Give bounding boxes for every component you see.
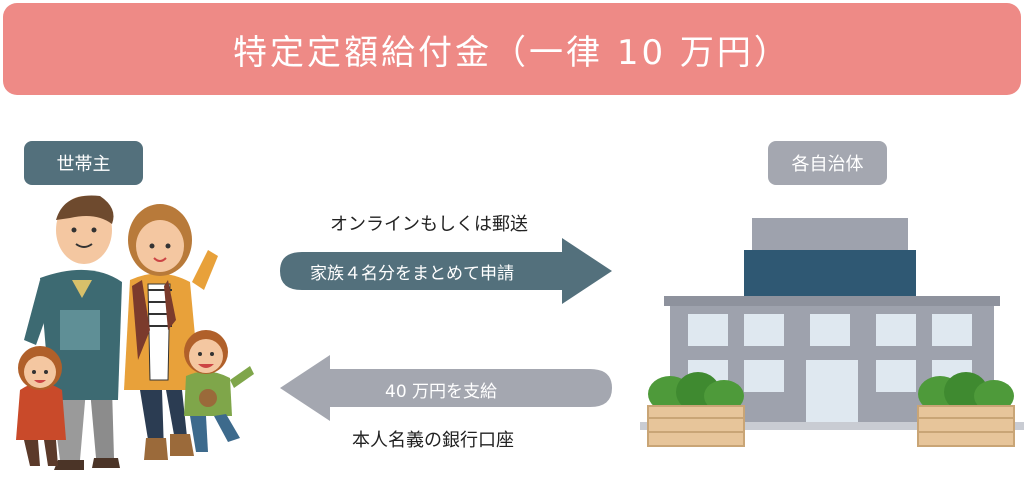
family-illustration [16,195,254,470]
boy-figure [184,330,254,452]
application-arrow-label: 家族４名分をまとめて申請 [310,264,514,284]
left-planter [647,372,745,447]
mother-figure [124,204,218,460]
payment-arrow [280,355,612,421]
page-title: 特定定額給付金（一律 10 万円） [233,32,791,73]
household-head-tag: 世帯主 [24,141,143,185]
girl-figure [16,346,66,466]
payment-arrow-label: 40 万円を支給 [385,382,498,402]
right-planter [917,372,1015,447]
municipality-tag: 各自治体 [768,141,887,185]
application-method-text: オンラインもしくは郵送 [330,214,528,235]
city-hall-illustration [640,218,1024,447]
title-banner: 特定定額給付金（一律 10 万円） [3,3,1021,95]
application-arrow [280,238,612,304]
bank-account-text: 本人名義の銀行口座 [352,430,514,451]
